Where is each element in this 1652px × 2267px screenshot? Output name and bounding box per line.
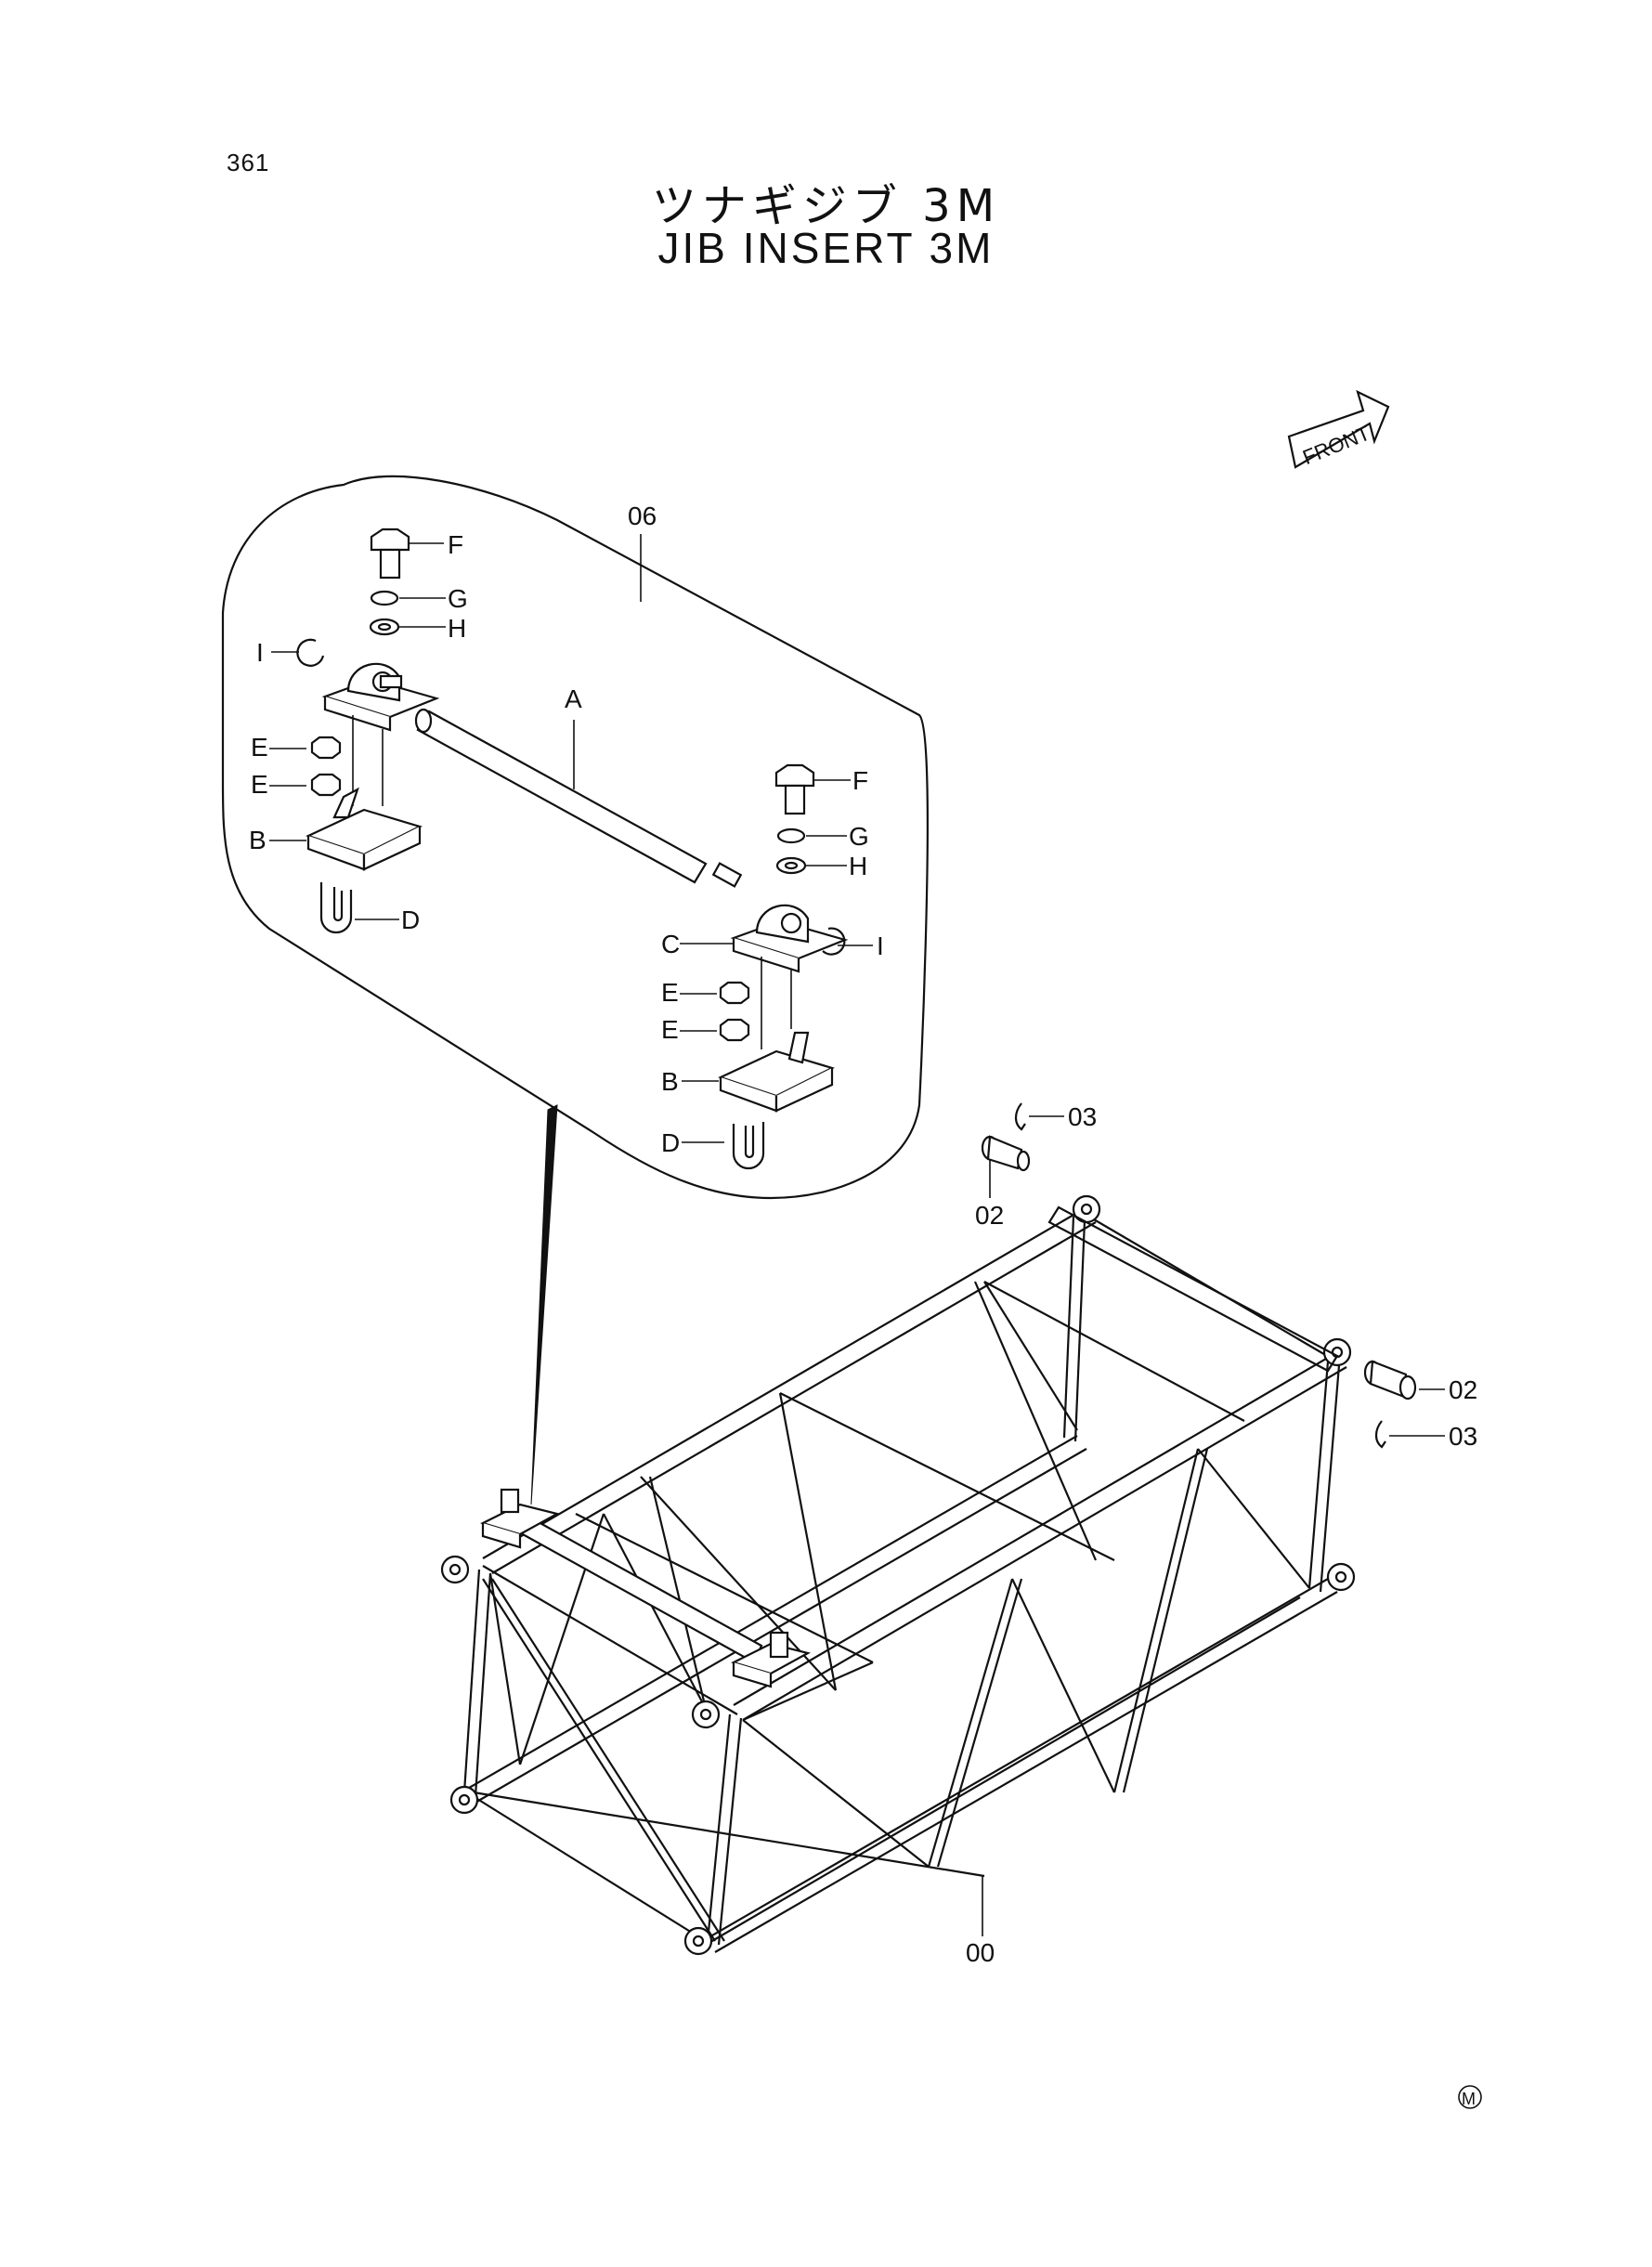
callout-d-2: D bbox=[661, 1128, 680, 1157]
title-japanese: ツナギジブ 3M bbox=[651, 180, 1001, 232]
callout-e-3: E bbox=[661, 978, 679, 1007]
callout-d-1: D bbox=[401, 905, 420, 934]
u-bolt-icon bbox=[319, 882, 353, 934]
callout-h-2: H bbox=[849, 852, 867, 880]
nut-icon bbox=[310, 736, 342, 760]
callout-e-4: E bbox=[661, 1015, 679, 1044]
clip-icon bbox=[1014, 1102, 1026, 1131]
shaft-icon bbox=[414, 708, 743, 888]
callout-g-2: G bbox=[849, 822, 869, 851]
callout-a: A bbox=[565, 684, 582, 713]
bolt-icon bbox=[774, 763, 815, 815]
bolt-icon bbox=[370, 528, 410, 580]
callout-06: 06 bbox=[628, 502, 657, 530]
page-number: 361 bbox=[227, 149, 270, 176]
callout-h-1: H bbox=[448, 614, 466, 643]
clip-icon bbox=[1374, 1420, 1386, 1449]
bracket-icon bbox=[718, 1031, 835, 1113]
maker-mark-letter: M bbox=[1462, 2090, 1476, 2108]
callout-b-1: B bbox=[249, 826, 267, 854]
callout-e-1: E bbox=[251, 733, 268, 762]
callout-02-1: 02 bbox=[975, 1201, 1004, 1230]
callout-f-1: F bbox=[448, 530, 463, 559]
callout-g-1: G bbox=[448, 584, 468, 613]
spring-washer-icon bbox=[776, 827, 806, 844]
nut-icon bbox=[719, 1018, 750, 1042]
title-english: JIB INSERT 3M bbox=[657, 224, 995, 272]
bracket-icon bbox=[306, 787, 423, 871]
pin-icon bbox=[1363, 1360, 1417, 1401]
snap-ring-icon bbox=[822, 927, 846, 956]
callout-e-2: E bbox=[251, 770, 268, 799]
maker-mark: M bbox=[1458, 2085, 1482, 2109]
detail-leader bbox=[530, 1104, 558, 1505]
callout-03-1: 03 bbox=[1068, 1102, 1097, 1131]
snap-ring-icon bbox=[296, 638, 325, 667]
callout-i-1: I bbox=[256, 638, 264, 667]
jib-frame bbox=[440, 1194, 1356, 1956]
spring-washer-icon bbox=[370, 590, 399, 606]
front-arrow-icon: FRONT bbox=[1287, 389, 1390, 469]
nut-icon bbox=[719, 981, 750, 1005]
callout-c: C bbox=[661, 930, 680, 958]
callout-i-2: I bbox=[877, 932, 884, 960]
bearing-block-icon bbox=[321, 662, 440, 732]
pin-icon bbox=[981, 1135, 1031, 1172]
callout-b-2: B bbox=[661, 1067, 679, 1096]
u-bolt-icon bbox=[732, 1122, 765, 1170]
nut-icon bbox=[310, 773, 342, 797]
detail-bubble bbox=[221, 475, 929, 1200]
callout-03-2: 03 bbox=[1449, 1422, 1477, 1451]
bearing-block-icon bbox=[730, 904, 849, 973]
callout-f-2: F bbox=[852, 766, 868, 795]
callout-02-2: 02 bbox=[1449, 1375, 1477, 1404]
callout-00: 00 bbox=[966, 1938, 995, 1967]
